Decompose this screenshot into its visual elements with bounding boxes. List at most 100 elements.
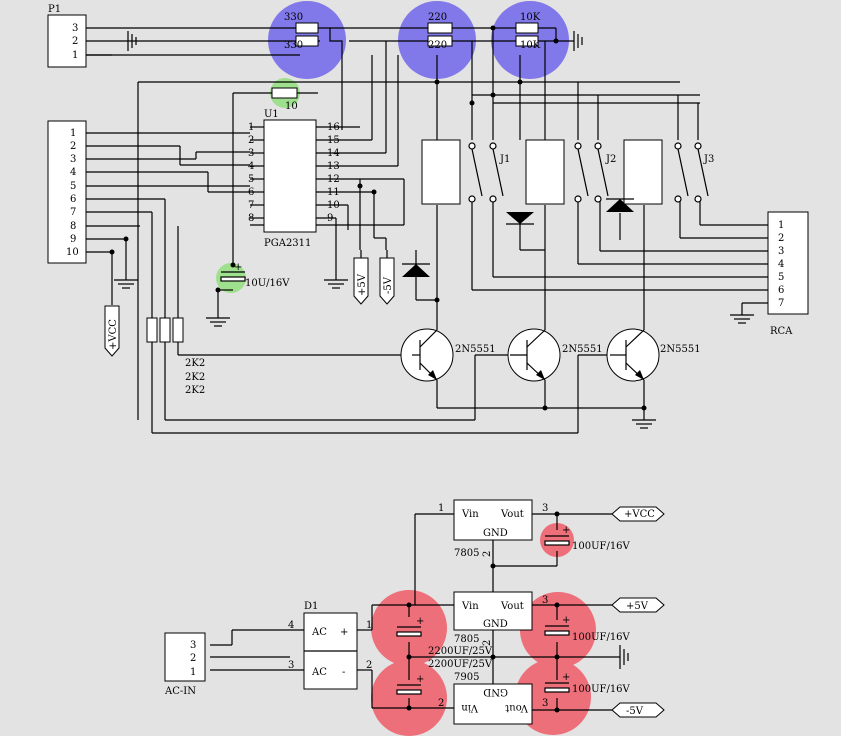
reg1-pin-in: 1	[438, 503, 444, 514]
reg3-pin-out: 3	[542, 698, 548, 709]
reg1-vout: Vout	[500, 509, 524, 520]
conn10-pin-4: 4	[70, 167, 76, 178]
u1-pin-11: 11	[327, 187, 340, 198]
cap10u-plus: +	[234, 262, 242, 273]
conn10-pin-6: 6	[70, 194, 76, 205]
reg3-pin-in: 2	[438, 698, 444, 709]
u1-pin-15: 15	[327, 135, 340, 146]
d1-minus: -	[342, 667, 345, 678]
junction-dots-power	[406, 511, 560, 713]
relay-j2-ref: J2	[605, 154, 616, 165]
d1-ac-top: AC	[311, 627, 327, 638]
c2200b-plus: +	[416, 674, 424, 685]
c2200b-value: 2200UF/25V	[428, 659, 493, 670]
ground-rca	[730, 314, 754, 324]
r10ka-value: 10K	[520, 12, 541, 23]
flag-p5-top-label: +5V	[357, 273, 368, 296]
r2k2-2: 2K2	[185, 372, 205, 383]
reg3-vin: Vin	[461, 702, 479, 713]
transistor-q1: 2N5551	[400, 328, 496, 382]
u1-pin-5: 5	[248, 174, 254, 185]
d1-ref: D1	[304, 601, 318, 612]
conn10-pin-10: 10	[66, 247, 79, 258]
resistor-330-a: 330	[284, 12, 319, 34]
reg1-part: 7805	[454, 548, 479, 559]
flag-stems-top	[360, 250, 388, 258]
resistor-330-b: 330	[284, 35, 319, 51]
connector-10pin: 1 2 3 4 5 6 7 8 9 10	[47, 120, 87, 264]
flag-m5-power: -5V	[611, 702, 665, 718]
c-vcc-plus: +	[562, 525, 570, 536]
flag-m5-power-label: -5V	[626, 706, 644, 717]
relay-j3-ref: J3	[703, 154, 714, 165]
q2-part: 2N5551	[562, 344, 603, 355]
reg1-gnd: GND	[483, 528, 508, 539]
transistor-q2: 2N5551	[507, 328, 603, 382]
flag-vcc-power-label: +VCC	[624, 509, 655, 520]
u1-pin-13: 13	[327, 161, 340, 172]
reg3-gnd: GND	[483, 686, 508, 697]
resistor-10k-b: 10K	[515, 35, 541, 51]
regulator-7905-m5: 7905 GND Vin Vout 2 3	[438, 672, 548, 725]
rca-pin-2: 2	[778, 233, 784, 244]
ground-cap10u	[206, 317, 230, 327]
connector-p1: P1 3 2 1	[47, 4, 87, 68]
bridge-d1: D1 AC + AC - 4 3 1 2	[288, 601, 372, 690]
conn10-pin-7: 7	[70, 207, 76, 218]
reg2-gnd: GND	[483, 619, 508, 630]
capacitor-100u-p5: + 100UF/16V	[544, 615, 631, 643]
reg2-pin-gnd: 2	[482, 640, 493, 646]
u1-ref: U1	[264, 109, 279, 120]
u1-pin-7: 7	[248, 200, 254, 211]
relay-j3: J3	[623, 139, 714, 205]
ground-power	[619, 645, 629, 669]
reg1-pin-gnd: 2	[482, 551, 493, 557]
conn10-pin-2: 2	[70, 141, 76, 152]
c2200a-plus: +	[416, 616, 424, 627]
diode-1	[402, 263, 430, 277]
ground-10k	[573, 31, 583, 51]
flag-p5-power: +5V	[611, 597, 665, 613]
u1-pin-2: 2	[248, 135, 254, 146]
capacitor-2200u-a: + 2200UF/25V	[396, 616, 493, 657]
flag-p5-top: +5V	[353, 257, 369, 305]
diode-3	[606, 198, 634, 212]
p1-pin-1: 1	[72, 50, 78, 61]
junction-dots-top	[109, 25, 647, 411]
p1-pin-2: 2	[72, 36, 78, 47]
u1-part: PGA2311	[264, 238, 311, 249]
u1-pin-16: 16	[327, 122, 340, 133]
u1-pin-6: 6	[248, 187, 254, 198]
r330b-value: 330	[284, 40, 303, 51]
flag-vcc-top: +VCC	[104, 305, 120, 357]
reg2-vin: Vin	[461, 601, 479, 612]
conn10-pin-3: 3	[70, 154, 76, 165]
ac-in-ref: AC-IN	[164, 686, 196, 697]
rca-pin-7: 7	[778, 298, 784, 309]
flag-m5-top-label: -5V	[383, 276, 394, 294]
conn10-pin-1: 1	[70, 128, 76, 139]
p1-pin-3: 3	[72, 23, 78, 34]
ac-in-pin-1: 1	[190, 667, 196, 678]
r2k2-1: 2K2	[185, 358, 205, 369]
u1-pin-12: 12	[327, 174, 340, 185]
ac-in-pin-2: 2	[190, 653, 196, 664]
r10kb-value: 10K	[520, 40, 541, 51]
reg1-vin: Vin	[461, 509, 479, 520]
rca-ref: RCA	[770, 326, 793, 337]
diode-2	[506, 212, 534, 225]
q1-part: 2N5551	[455, 344, 496, 355]
d1-plus: +	[340, 627, 348, 638]
ac-in-pin-3: 3	[190, 640, 196, 651]
cap10u-value: 10U/16V	[245, 278, 290, 289]
d1-pin2: 2	[366, 660, 372, 671]
ground-transistors	[632, 419, 656, 429]
capacitor-2200u-b: + 2200UF/25V	[396, 659, 493, 695]
wires-power	[210, 513, 620, 711]
rca-pin-4: 4	[778, 259, 784, 270]
c-m5-plus: +	[562, 672, 570, 683]
conn10-pin-5: 5	[70, 181, 76, 192]
c2200a-value: 2200UF/25V	[428, 646, 493, 657]
reg2-pin-out: 3	[542, 595, 548, 606]
ground-p1	[127, 31, 137, 51]
